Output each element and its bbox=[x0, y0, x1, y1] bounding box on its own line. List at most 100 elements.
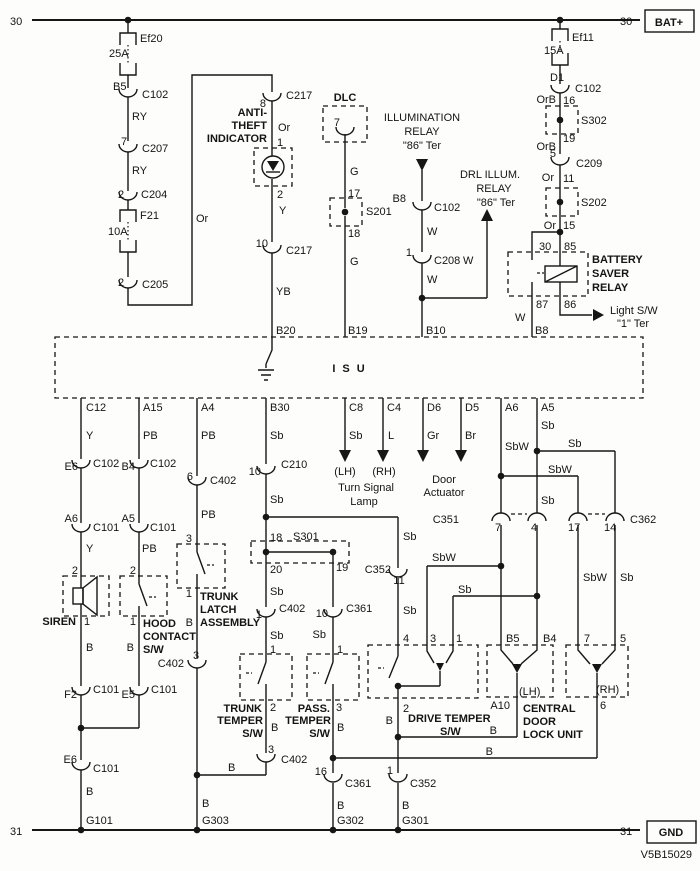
conn-c101-a5: C101 bbox=[150, 522, 176, 534]
wire-pb-a4: PB bbox=[201, 430, 216, 442]
turnsignal-lh-arrow-icon bbox=[339, 450, 351, 462]
passtemper-name-1: PASS. bbox=[298, 703, 330, 715]
conn-c102-left: C102 bbox=[142, 89, 168, 101]
wire-sbw-branch17: SbW bbox=[548, 464, 572, 476]
dlc-name: DLC bbox=[334, 92, 357, 104]
pin-3-passtemper: 3 bbox=[336, 702, 342, 714]
wire-or-1: Or bbox=[542, 172, 555, 184]
pin-1-passtemper: 1 bbox=[337, 644, 343, 656]
wire-ry-2: RY bbox=[132, 165, 148, 177]
wire-w-2: W bbox=[427, 274, 438, 286]
isu-pin-d6: D6 bbox=[427, 402, 441, 414]
wire-sb-a5: Sb bbox=[541, 420, 554, 432]
pin-3-c402a: 3 bbox=[193, 650, 199, 662]
pin-10-c217: 10 bbox=[256, 238, 268, 250]
wire-gr-d6: Gr bbox=[427, 430, 440, 442]
cdl-lh-actuator-arrow-icon bbox=[512, 664, 522, 673]
pin-5-cdl: 5 bbox=[620, 633, 626, 645]
trunktemper-name-1: TRUNK bbox=[224, 703, 263, 715]
dooractuator-name-2: Actuator bbox=[424, 487, 465, 499]
pin-a10: A10 bbox=[490, 700, 510, 712]
turnsignal-lh: (LH) bbox=[334, 466, 355, 478]
light-sw-arrow-icon bbox=[593, 309, 604, 321]
pin-b8-c102: B8 bbox=[393, 193, 406, 205]
wire-pb-latch: PB bbox=[201, 509, 216, 521]
cdl-name-1: CENTRAL bbox=[523, 703, 576, 715]
isu-pin-c12: C12 bbox=[86, 402, 106, 414]
wire-orb-1: OrB bbox=[536, 94, 556, 106]
pin-e6-c101: E6 bbox=[64, 754, 77, 766]
pin-a5-c101: A5 bbox=[122, 513, 135, 525]
splice-s301: S301 bbox=[293, 531, 319, 543]
wire-sb-14: Sb bbox=[620, 572, 633, 584]
pin-18-s301: 18 bbox=[270, 532, 282, 544]
conn-c361-16: C361 bbox=[345, 778, 371, 790]
splice-s202-box bbox=[545, 187, 579, 217]
pin-f2-c101: F2 bbox=[64, 689, 77, 701]
turnsignal-rh-arrow-icon bbox=[377, 450, 389, 462]
pin-2-c205: 2 bbox=[118, 277, 124, 289]
wire-w-branch: W bbox=[463, 255, 474, 267]
pin-10-c210: 10 bbox=[249, 466, 261, 478]
pin-b5: B5 bbox=[113, 81, 126, 93]
pin-11-s202: 11 bbox=[563, 173, 574, 185]
isu-pin-a6: A6 bbox=[505, 402, 518, 414]
isu-pin-b30: B30 bbox=[270, 402, 290, 414]
relay-pin-30: 30 bbox=[539, 241, 551, 253]
isu-pin-a5: A5 bbox=[541, 402, 554, 414]
conn-c402-6: C402 bbox=[210, 475, 236, 487]
battery-saver-2: SAVER bbox=[592, 268, 629, 280]
splice-s302-box bbox=[545, 105, 579, 135]
pin-4-c351: 4 bbox=[531, 522, 537, 534]
dlc-box bbox=[322, 105, 368, 143]
trunktemper-name-2: TEMPER bbox=[217, 715, 263, 727]
conn-c351: C351 bbox=[433, 514, 459, 526]
turnsignal-name-2: Lamp bbox=[350, 496, 378, 508]
siren-name: SIREN bbox=[42, 616, 76, 628]
pin-19-s301: 19 bbox=[336, 562, 348, 574]
pin-5-c209: 5 bbox=[550, 148, 556, 160]
illum-relay-1: ILLUMINATION bbox=[384, 112, 460, 124]
pin-1-hood: 1 bbox=[130, 616, 136, 628]
conn-c101-f2: C101 bbox=[93, 684, 119, 696]
hood-contact-box bbox=[119, 575, 168, 617]
passtemper-name-3: S/W bbox=[309, 728, 330, 740]
bus31-left-label: 31 bbox=[10, 826, 22, 838]
splice-s302: S302 bbox=[581, 115, 607, 127]
wire-sb-c352: Sb bbox=[403, 531, 416, 543]
pass-temper-box bbox=[306, 653, 360, 701]
fuse-ef20-rating: 25A bbox=[109, 48, 129, 60]
wire-ry-1: RY bbox=[132, 111, 148, 123]
antitheft-led-box bbox=[253, 147, 293, 187]
drivetemper-name-2: S/W bbox=[440, 726, 461, 738]
drivetemper-name-1: DRIVE TEMPER bbox=[408, 713, 491, 725]
wire-sb-a5b: Sb bbox=[541, 495, 554, 507]
cdl-name-2: DOOR bbox=[523, 716, 556, 728]
connector-icons bbox=[71, 84, 625, 783]
bus31-right-label: 31 bbox=[620, 826, 632, 838]
fuse-f21-icon bbox=[119, 209, 137, 253]
light-sw-2: "1" Ter bbox=[617, 318, 649, 330]
pin-11-c352: 11 bbox=[393, 575, 404, 587]
ground-g101: G101 bbox=[86, 815, 113, 827]
wire-b-rh: B bbox=[486, 746, 493, 758]
wire-y-antitheft: Y bbox=[279, 205, 287, 217]
wire-y-c12: Y bbox=[86, 430, 94, 442]
pin-b4-cdl: B4 bbox=[543, 633, 556, 645]
conn-c362: C362 bbox=[630, 514, 656, 526]
wire-sb-b30: Sb bbox=[270, 430, 283, 442]
ground-g302: G302 bbox=[337, 815, 364, 827]
conn-c102-e6: C102 bbox=[93, 458, 119, 470]
wire-sb-drive1: Sb bbox=[458, 584, 471, 596]
pin-8-c217: 8 bbox=[260, 98, 266, 110]
conn-c204: C204 bbox=[141, 189, 167, 201]
fuse-ef11-rating: 15A bbox=[544, 45, 564, 57]
conn-c101-a6: C101 bbox=[93, 522, 119, 534]
wire-or-loop: Or bbox=[196, 213, 209, 225]
pin-4-drive: 4 bbox=[403, 633, 409, 645]
fuse-f21-name: F21 bbox=[140, 210, 159, 222]
passtemper-name-2: TEMPER bbox=[285, 715, 331, 727]
bus30-left-label: 30 bbox=[10, 16, 22, 28]
wire-or-2: Or bbox=[544, 220, 557, 232]
